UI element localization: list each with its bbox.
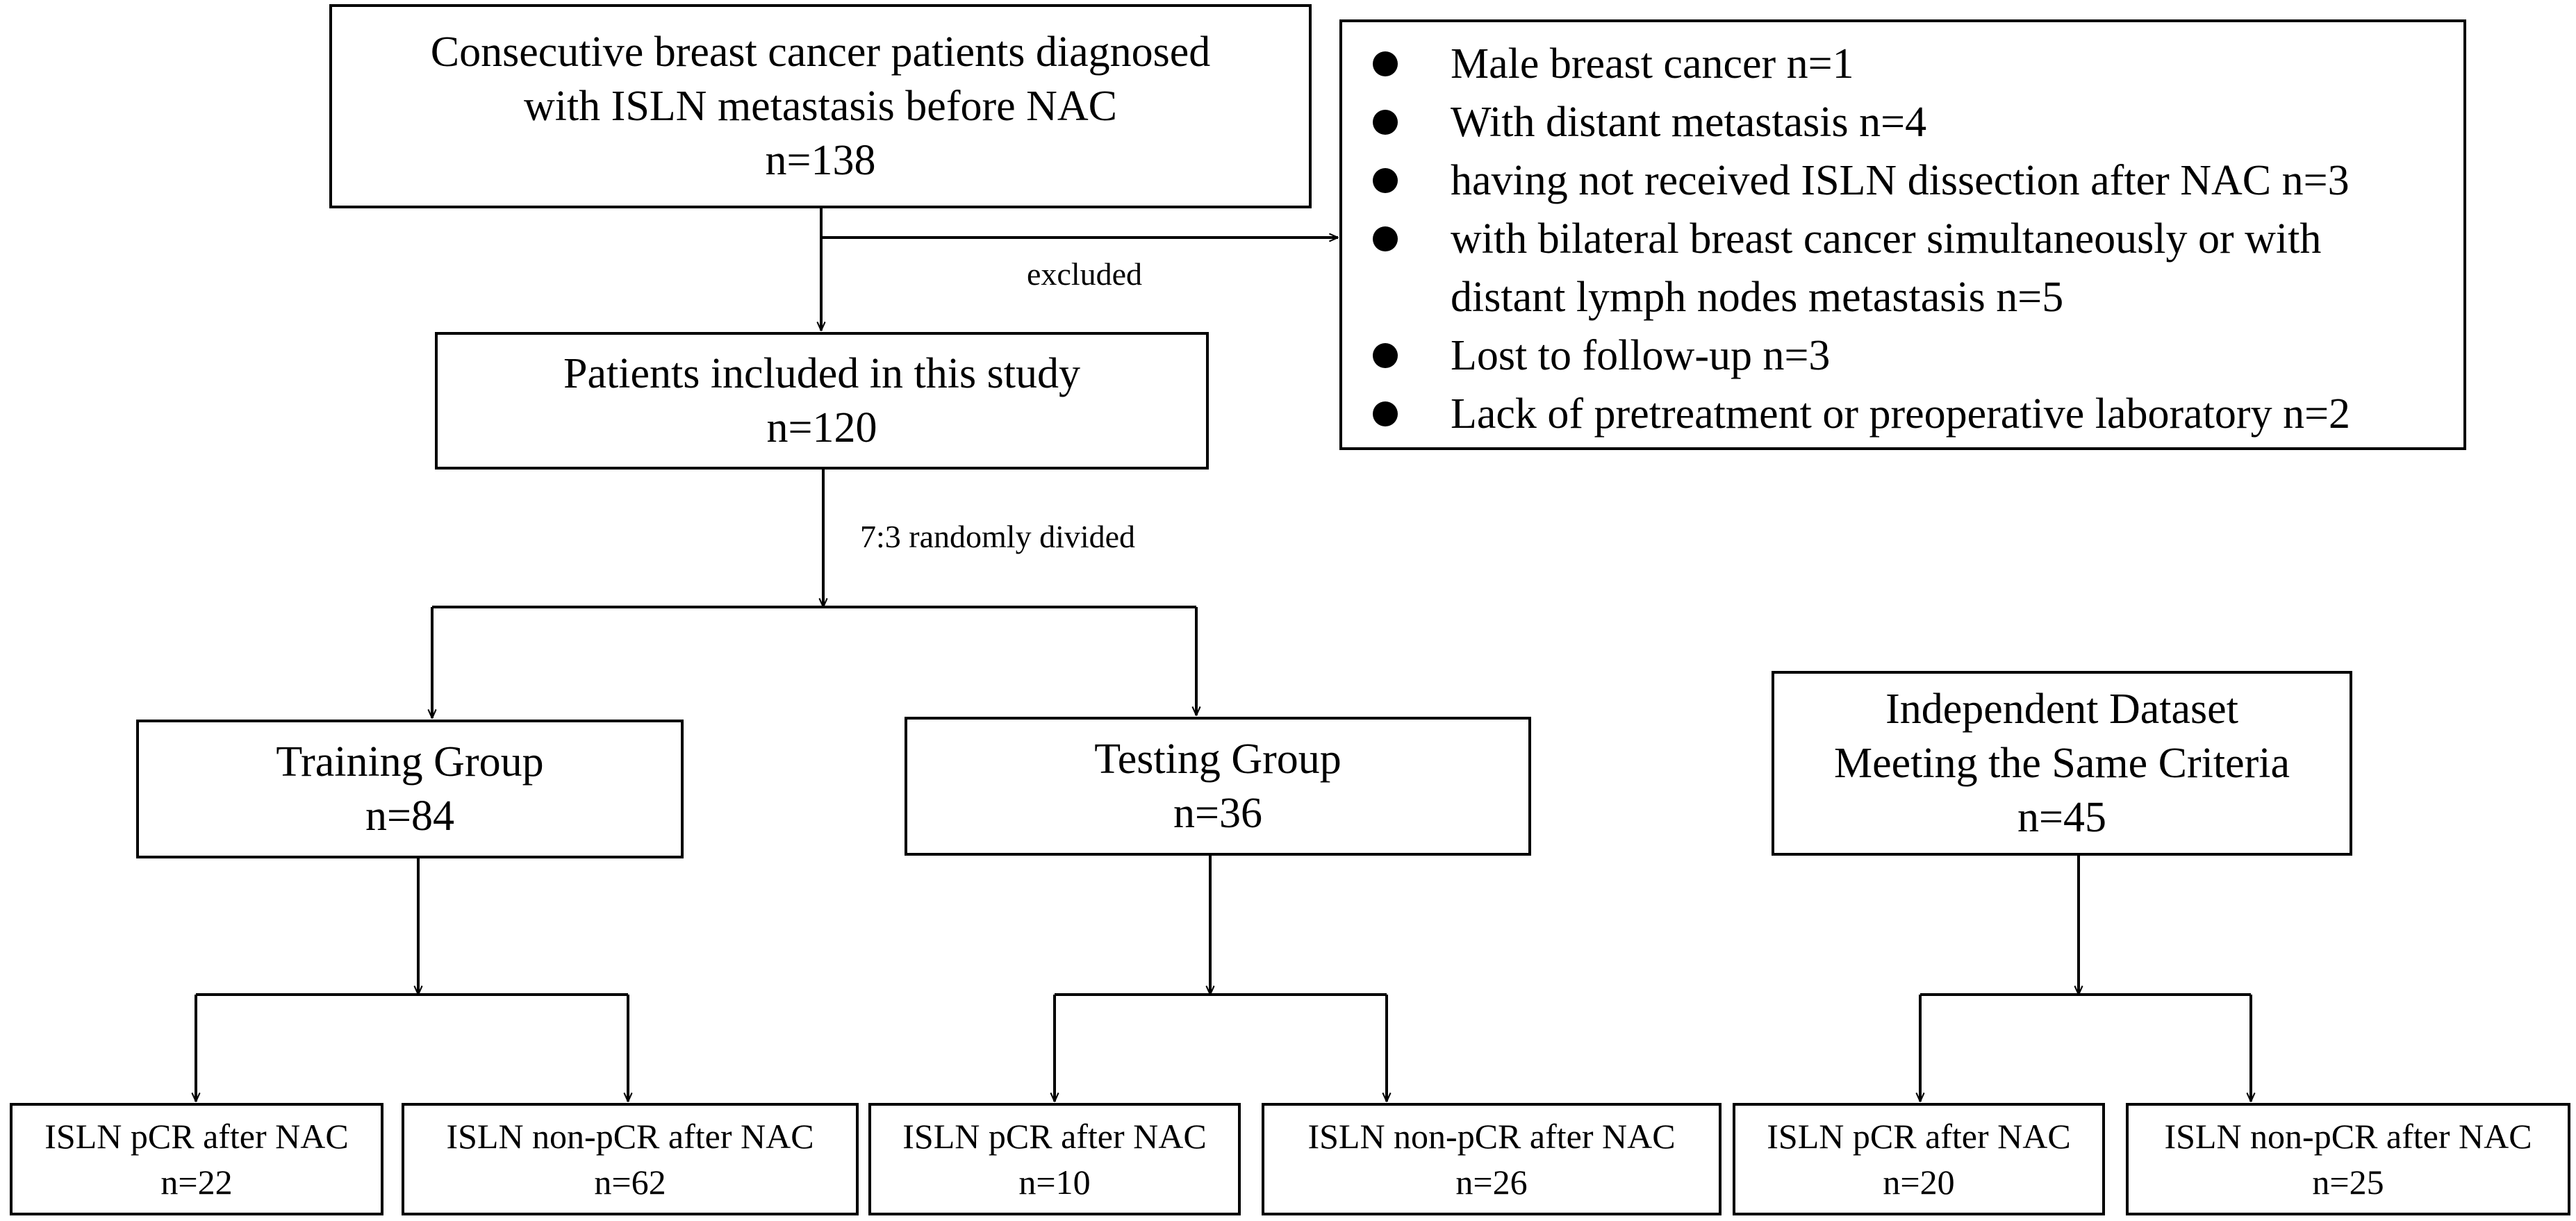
- exclusion-item-text: distant lymph nodes metastasis n=5: [1451, 274, 2064, 321]
- box-line: n=120: [766, 404, 877, 451]
- box-line: n=25: [2312, 1163, 2384, 1202]
- bullet-icon: [1373, 51, 1398, 76]
- bullet-icon: [1373, 401, 1398, 426]
- box-line: n=22: [160, 1163, 233, 1202]
- box-line: ISLN pCR after NAC: [1767, 1117, 2071, 1156]
- box-consecutive-patients: Consecutive breast cancer patients diagn…: [329, 4, 1312, 208]
- exclusion-list: Male breast cancer n=1 With distant meta…: [1370, 35, 2450, 443]
- exclusion-item: With distant metastasis n=4: [1370, 93, 2450, 151]
- box-independent-nonpcr: ISLN non-pCR after NAC n=25: [2126, 1103, 2570, 1215]
- box-line: n=10: [1018, 1163, 1091, 1202]
- box-testing-group: Testing Group n=36: [905, 717, 1531, 856]
- box-line: ISLN pCR after NAC: [44, 1117, 349, 1156]
- box-line: with ISLN metastasis before NAC: [523, 83, 1118, 130]
- box-line: Consecutive breast cancer patients diagn…: [430, 28, 1211, 76]
- box-line: n=138: [765, 137, 876, 184]
- exclusion-item: Lost to follow-up n=3: [1370, 326, 2450, 385]
- box-testing-nonpcr: ISLN non-pCR after NAC n=26: [1262, 1103, 1722, 1215]
- box-line: n=36: [1173, 790, 1262, 837]
- exclusion-item-text: Lack of pretreatment or preoperative lab…: [1451, 390, 2351, 438]
- exclusion-item: Male breast cancer n=1: [1370, 35, 2450, 93]
- label-split: 7:3 randomly divided: [860, 519, 1136, 554]
- box-line: ISLN pCR after NAC: [902, 1117, 1207, 1156]
- box-line: Testing Group: [1094, 736, 1341, 783]
- exclusion-item: Lack of pretreatment or preoperative lab…: [1370, 385, 2450, 443]
- exclusion-item-text: with bilateral breast cancer simultaneou…: [1451, 215, 2322, 263]
- bullet-icon: [1373, 168, 1398, 193]
- exclusion-criteria-box: Male breast cancer n=1 With distant meta…: [1339, 19, 2466, 450]
- box-line: Meeting the Same Criteria: [1834, 740, 2290, 787]
- box-training-pcr: ISLN pCR after NAC n=22: [10, 1103, 383, 1215]
- exclusion-item-text: having not received ISLN dissection afte…: [1451, 157, 2350, 204]
- box-line: n=26: [1455, 1163, 1528, 1202]
- box-patients-included: Patients included in this study n=120: [435, 332, 1209, 470]
- box-line: ISLN non-pCR after NAC: [2164, 1117, 2532, 1156]
- box-training-nonpcr: ISLN non-pCR after NAC n=62: [402, 1103, 859, 1215]
- box-line: Patients included in this study: [563, 350, 1080, 397]
- box-independent-pcr: ISLN pCR after NAC n=20: [1733, 1103, 2105, 1215]
- box-line: ISLN non-pCR after NAC: [446, 1117, 814, 1156]
- box-line: ISLN non-pCR after NAC: [1307, 1117, 1676, 1156]
- exclusion-item-text: Lost to follow-up n=3: [1451, 332, 1831, 379]
- box-line: n=20: [1883, 1163, 1955, 1202]
- box-training-group: Training Group n=84: [136, 720, 684, 858]
- box-independent-dataset: Independent Dataset Meeting the Same Cri…: [1772, 671, 2352, 856]
- box-line: Independent Dataset: [1885, 686, 2238, 733]
- label-excluded: excluded: [1027, 256, 1143, 292]
- box-line: Training Group: [276, 738, 544, 786]
- box-line: n=84: [365, 792, 454, 840]
- exclusion-item-text: Male breast cancer n=1: [1451, 40, 1854, 88]
- box-line: n=45: [2017, 794, 2106, 841]
- exclusion-item: having not received ISLN dissection afte…: [1370, 151, 2450, 210]
- box-testing-pcr: ISLN pCR after NAC n=10: [868, 1103, 1241, 1215]
- box-line: n=62: [594, 1163, 666, 1202]
- exclusion-item: with bilateral breast cancer simultaneou…: [1370, 210, 2450, 326]
- bullet-icon: [1373, 110, 1398, 135]
- exclusion-item-text: With distant metastasis n=4: [1451, 99, 1927, 146]
- bullet-icon: [1373, 226, 1398, 251]
- bullet-icon: [1373, 343, 1398, 368]
